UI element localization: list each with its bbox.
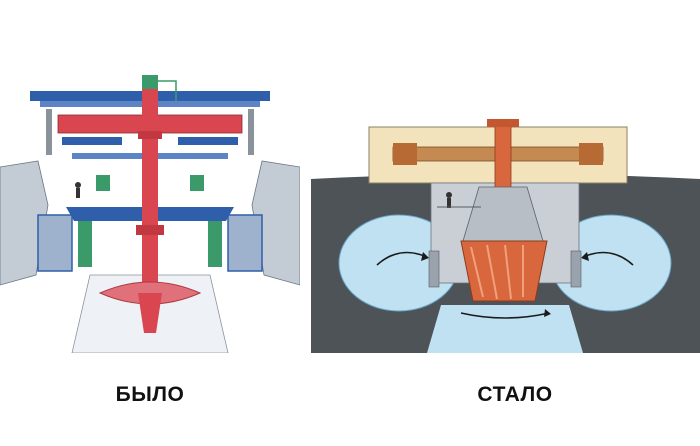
spiral-casing-left xyxy=(37,214,73,272)
spiral-casing-right xyxy=(227,214,263,272)
exciter xyxy=(142,75,158,91)
servomotor-left xyxy=(96,175,110,191)
flow-arrow-bottom xyxy=(460,312,550,319)
draft-tube xyxy=(427,305,583,353)
new-turbine-diagram xyxy=(311,75,700,353)
after-label: СТАЛО xyxy=(477,383,553,406)
servomotor-right xyxy=(190,175,204,191)
before-label: БЫЛО xyxy=(115,383,185,406)
francis-runner xyxy=(460,240,548,302)
old-turbine-diagram xyxy=(0,75,300,353)
wicket-gate-right xyxy=(208,221,222,267)
wicket-gate-left xyxy=(78,221,92,267)
main-shaft xyxy=(142,89,158,289)
